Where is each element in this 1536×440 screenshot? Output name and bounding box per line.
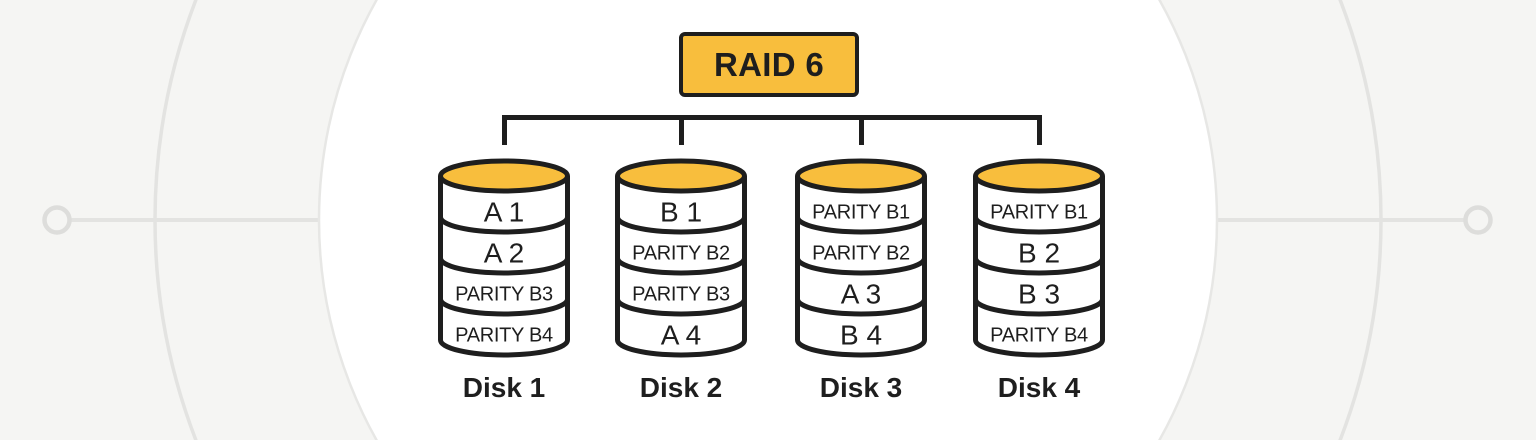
disk-4-block-3: B 3 xyxy=(1018,278,1060,309)
disk-3-divider-3 xyxy=(795,296,927,317)
disk-1-label: Disk 1 xyxy=(462,372,546,403)
connector-vertical-3 xyxy=(858,115,864,145)
disk-1-block-1: A 1 xyxy=(484,196,524,227)
disk-3-block-3: A 3 xyxy=(841,278,881,309)
disk-3-cylinder: PARITY B1 PARITY B2 A 3 B 4 xyxy=(793,157,929,361)
disk-3-divider-1 xyxy=(795,214,927,235)
connector-horizontal xyxy=(501,115,1042,120)
disk-4-divider-2 xyxy=(973,255,1105,276)
connector-vertical-2 xyxy=(678,115,684,145)
disk-2-label: Disk 2 xyxy=(639,372,723,403)
connector-vertical-1 xyxy=(501,115,507,145)
disk-2-divider-1 xyxy=(615,214,747,235)
disk-2-block-2: PARITY B2 xyxy=(632,243,730,265)
disk-4-block-1: PARITY B1 xyxy=(990,202,1088,224)
disk-2-block-1: B 1 xyxy=(660,196,702,227)
disk-3-block-2: PARITY B2 xyxy=(812,243,910,265)
disk-1-divider-2 xyxy=(438,255,570,276)
disk-4-label: Disk 4 xyxy=(997,372,1081,403)
disk-1-block-3: PARITY B3 xyxy=(455,284,553,306)
disk-4-divider-1 xyxy=(973,214,1105,235)
disk-4-cylinder: PARITY B1 B 2 B 3 PARITY B4 xyxy=(971,157,1107,361)
disk-2-block-3: PARITY B3 xyxy=(632,284,730,306)
connector-vertical-4 xyxy=(1036,115,1042,145)
disk-3-label: Disk 3 xyxy=(819,372,903,403)
left-node-ring xyxy=(42,205,72,235)
disk-3-block-4: B 4 xyxy=(840,319,882,350)
disk-1-block-2: A 2 xyxy=(484,237,524,268)
disk-1-divider-3 xyxy=(438,296,570,317)
raid-title-box: RAID 6 xyxy=(679,32,859,97)
right-node-ring xyxy=(1463,205,1493,235)
disk-2-block-4: A 4 xyxy=(661,319,701,350)
raid-title: RAID 6 xyxy=(714,45,824,83)
disk-2-top-platter xyxy=(615,158,747,194)
disk-1-divider-1 xyxy=(438,214,570,235)
disk-3-top-platter xyxy=(795,158,927,194)
disk-2-divider-2 xyxy=(615,255,747,276)
disk-1-top-platter xyxy=(438,158,570,194)
disk-4-divider-3 xyxy=(973,296,1105,317)
disk-4-block-2: B 2 xyxy=(1018,237,1060,268)
disk-3-divider-2 xyxy=(795,255,927,276)
disk-1-block-4: PARITY B4 xyxy=(455,325,553,347)
disk-4-block-4: PARITY B4 xyxy=(990,325,1088,347)
disk-3-block-1: PARITY B1 xyxy=(812,202,910,224)
disk-2-cylinder: B 1 PARITY B2 PARITY B3 A 4 xyxy=(613,157,749,361)
disk-1-cylinder: A 1 A 2 PARITY B3 PARITY B4 xyxy=(436,157,572,361)
disk-4-top-platter xyxy=(973,158,1105,194)
outer-decor-circle xyxy=(153,0,1383,440)
disk-2-divider-3 xyxy=(615,296,747,317)
